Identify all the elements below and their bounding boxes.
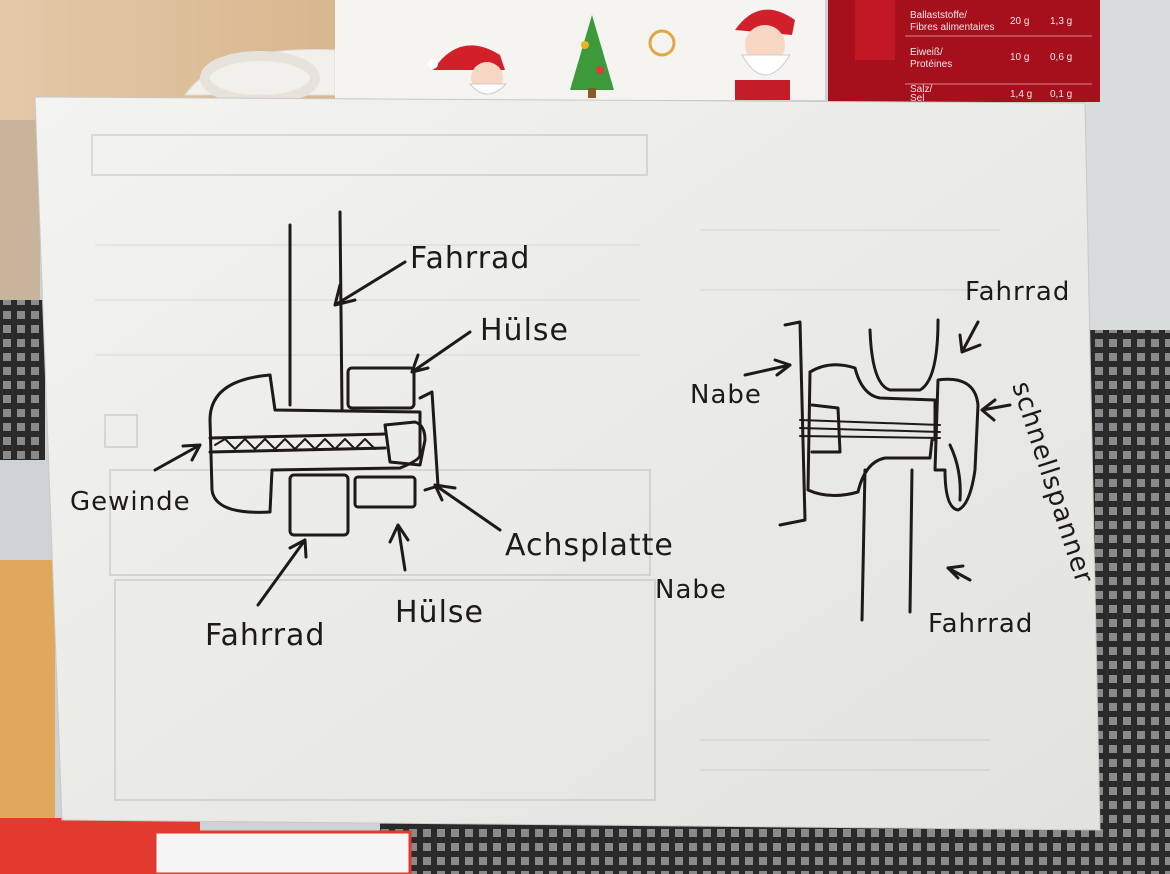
nutrition-row-value: 10 g xyxy=(1010,52,1029,63)
nutrition-row-value: 20 g xyxy=(1010,16,1029,27)
left-hub-sketch xyxy=(153,210,502,607)
nutrition-row-label: Salz/ xyxy=(910,84,932,95)
snowflake-icon xyxy=(648,29,676,57)
label-nabe-left: Nabe xyxy=(655,575,727,605)
label-gewinde: Gewinde xyxy=(70,487,191,517)
nutrition-row-value: 0,6 g xyxy=(1050,52,1072,63)
nutrition-row-label: Eiweiß/ xyxy=(910,47,943,58)
label-fahrrad-right-bottom: Fahrrad xyxy=(928,609,1033,639)
label-fahrrad-left-top: Fahrrad xyxy=(410,241,530,276)
right-hub-sketch xyxy=(743,318,1012,622)
label-huelse-left-top: Hülse xyxy=(480,313,569,348)
label-huelse-left-bottom: Hülse xyxy=(395,595,484,630)
show-through-form xyxy=(91,134,1000,801)
nutrition-row-value: 1,4 g xyxy=(1010,89,1032,100)
christmas-mug xyxy=(184,0,825,105)
label-fahrrad-left-bottom: Fahrrad xyxy=(205,618,325,653)
nutrition-row-label: Protéines xyxy=(910,59,952,70)
paper-sheet xyxy=(34,96,1101,831)
label-fahrrad-right-top: Fahrrad xyxy=(965,277,1070,307)
nutrition-row-label: Sel xyxy=(910,93,924,104)
nutrition-row-label: Fibres alimentaires xyxy=(910,22,994,33)
nutrition-row-value: 1,3 g xyxy=(1050,16,1072,27)
nutrition-row-label: Ballaststoffe/ xyxy=(910,10,967,21)
christmas-tree-icon xyxy=(570,15,614,98)
nutrition-row-value: 0,1 g xyxy=(1050,89,1072,100)
label-nabe-right: Nabe xyxy=(690,380,762,410)
santa-icon xyxy=(735,9,795,100)
santa-icon xyxy=(428,45,508,95)
nutrition-box: Ballaststoffe/ Fibres alimentaires 20 g … xyxy=(828,0,1100,104)
label-achsplatte: Achsplatte xyxy=(505,528,674,563)
